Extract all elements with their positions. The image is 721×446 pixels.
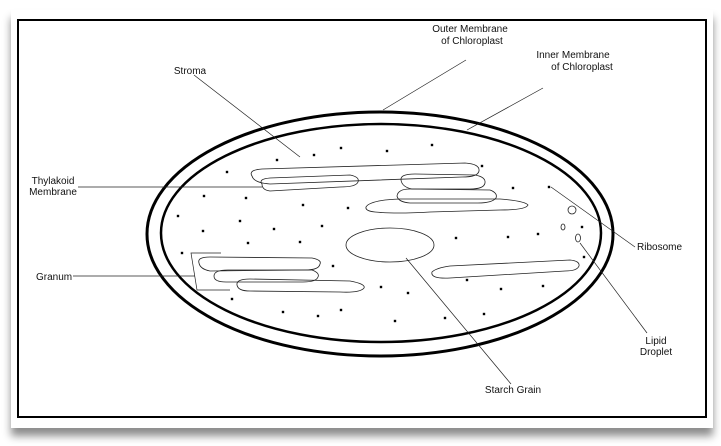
ribosome-dot — [385, 149, 389, 153]
ribosome-dot — [499, 287, 503, 291]
thylakoids — [198, 162, 580, 293]
ribosome-dot — [275, 158, 279, 162]
svg-text:of Chloroplast: of Chloroplast — [551, 62, 613, 73]
ribosome-dot — [320, 224, 324, 228]
thylakoid — [365, 198, 529, 214]
label-inner-membrane: Inner Membrane — [536, 50, 610, 61]
svg-text:Droplet: Droplet — [640, 347, 672, 358]
ribosome-dot — [331, 264, 335, 268]
ribosome-dot — [272, 227, 276, 231]
ribosome-dot — [246, 241, 250, 245]
ribosome-dot — [346, 206, 350, 210]
diagram-border — [17, 19, 707, 418]
ribosome-dot — [454, 236, 458, 240]
label-granum: Granum — [36, 272, 72, 283]
ribosome-dot — [176, 214, 180, 218]
label-thylakoid-membrane: Thylakoid — [32, 176, 75, 187]
ribosome-dot — [301, 203, 305, 207]
ribosome-dot — [339, 308, 343, 312]
thylakoid — [431, 259, 580, 279]
thylakoid — [400, 173, 486, 190]
ribosome-dot — [511, 186, 515, 190]
ribosome-dot — [225, 170, 229, 174]
ribosome-dots — [176, 143, 586, 323]
label-outer-membrane: Outer Membrane — [432, 24, 508, 35]
ribosome-dot — [201, 229, 205, 233]
label-ribosome: Ribosome — [637, 242, 682, 253]
thylakoid — [250, 162, 480, 185]
starch-grain — [345, 227, 435, 263]
label-stroma: Stroma — [174, 66, 207, 77]
ribosome-dot — [316, 314, 320, 318]
thylakoid — [260, 174, 359, 192]
ribosome-dot — [238, 219, 242, 223]
ribosome-dot — [180, 251, 184, 255]
ribosome-dot — [298, 240, 302, 244]
thylakoid — [198, 256, 321, 272]
thylakoid — [396, 188, 497, 204]
ribosome-dot — [202, 194, 206, 198]
label-lipid-droplet: Lipid — [645, 336, 666, 347]
ribosome-dot — [506, 235, 510, 239]
ribosome-dot — [430, 143, 434, 147]
inner-membrane — [159, 122, 603, 344]
svg-text:Membrane: Membrane — [29, 187, 77, 198]
ribosome-dot — [582, 255, 586, 259]
ribosome-dot — [379, 285, 383, 289]
ribosome-dot — [339, 146, 343, 150]
ribosome-dot — [536, 232, 540, 236]
thylakoid — [236, 278, 365, 293]
labels: Outer Membrane of Chloroplast Inner Memb… — [29, 24, 682, 396]
ribosome-dot — [393, 319, 397, 323]
ribosome-dot — [406, 291, 410, 295]
ribosome-dot — [480, 164, 484, 168]
ribosome-dot — [465, 278, 469, 282]
ribosome-dot — [230, 297, 234, 301]
ribosome-dot — [281, 310, 285, 314]
ribosome-dot — [443, 316, 447, 320]
ribosome-dot — [482, 312, 486, 316]
ribosome-dot — [547, 185, 551, 189]
ribosome-dot — [580, 225, 584, 229]
outer-membrane — [145, 110, 615, 358]
thylakoid — [213, 269, 319, 283]
svg-text:of Chloroplast: of Chloroplast — [441, 36, 503, 47]
ribosome-dot — [312, 153, 316, 157]
label-starch-grain: Starch Grain — [485, 385, 541, 396]
leader-lines — [73, 59, 648, 385]
lipid-droplets — [560, 205, 581, 243]
ribosome-dot — [541, 284, 545, 288]
ribosome-dot — [244, 196, 248, 200]
